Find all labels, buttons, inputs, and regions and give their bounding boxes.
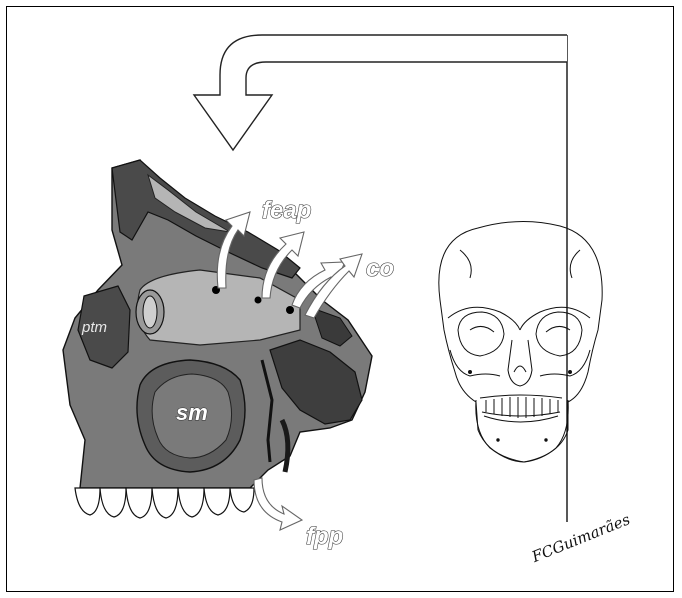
label-ptm: ptm <box>81 319 107 336</box>
label-sm: sm <box>176 400 208 425</box>
label-feap: feap <box>262 197 311 224</box>
frontal-skull <box>439 221 602 462</box>
curved-down-arrow-icon <box>194 35 567 150</box>
label-co: co <box>366 255 394 282</box>
label-fpp: fpp <box>306 523 343 550</box>
teeth-row <box>75 488 254 518</box>
skull-section <box>63 160 372 518</box>
